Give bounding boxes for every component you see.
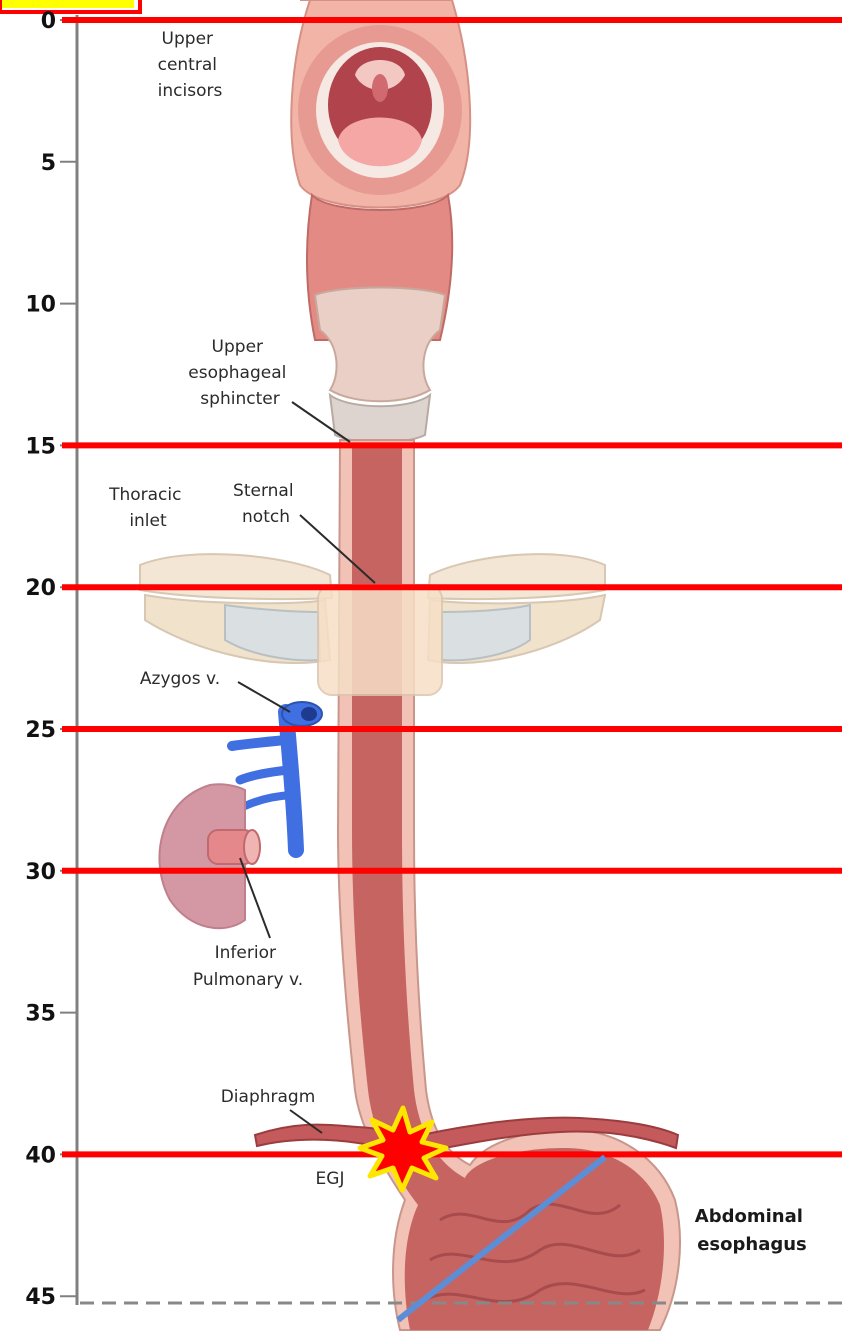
scale-tick-label: 5	[41, 151, 56, 176]
scale-tick-label: 15	[25, 434, 56, 459]
scale-tick-label: 40	[25, 1143, 56, 1168]
leader-azygos	[238, 682, 290, 712]
larynx-cartilage-illustration	[315, 288, 445, 402]
explosion-star-marker	[360, 1108, 446, 1190]
label-upper-esophageal-sphincter: Upper esophageal sphincter	[188, 337, 292, 409]
scale-ticks: 0 5 10 15 20 25 30 35 40 45	[25, 9, 77, 1310]
scale-tick-label: 0	[41, 9, 56, 34]
corner-box-fill	[2, 0, 134, 8]
label-sternal-notch: Sternal notch	[233, 481, 299, 527]
inferior-pulmonary-vein-illustration	[159, 784, 260, 928]
scale-tick-label: 10	[25, 293, 56, 318]
scale-tick-label: 35	[25, 1002, 56, 1027]
scale-tick-label: 45	[25, 1285, 56, 1310]
scale-tick-label: 30	[25, 860, 56, 885]
label-upper-central-incisors: Upper central incisors	[158, 29, 223, 101]
scale-tick-label: 25	[25, 718, 56, 743]
scale-tick-label: 20	[25, 576, 56, 601]
label-azygos: Azygos v.	[140, 669, 220, 689]
label-inferior-pulmonary: Inferior Pulmonary v.	[193, 943, 303, 990]
label-abdominal-esophagus: Abdominal esophagus	[695, 1206, 809, 1255]
label-egj: EGJ	[316, 1169, 345, 1189]
mouth-illustration	[291, 0, 470, 208]
label-diaphragm: Diaphragm	[221, 1087, 316, 1107]
label-thoracic-inlet: Thoracic inlet	[108, 485, 187, 531]
